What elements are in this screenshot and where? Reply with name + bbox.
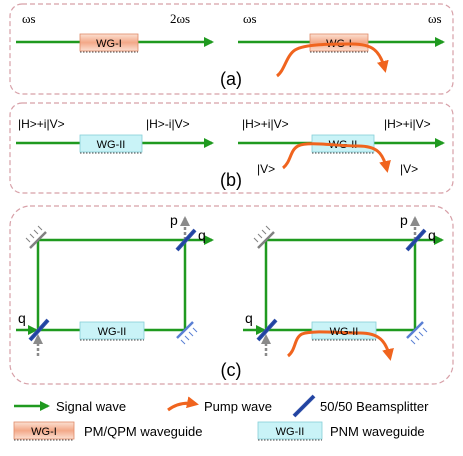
panel-c-left-mirror-top [25,225,47,249]
panel-b-right-pump-out-label: |V> [400,162,418,176]
panel-c-left-p-out-label: p [170,212,178,228]
panel-a-left-wg1 [79,33,139,52]
legend-wg2-desc: PNM waveguide [330,424,425,439]
panel-b-left-wg2 [79,134,143,153]
panel-a-right-output-label: ωs [428,11,442,26]
panel-b-left-output-label: |H>-i|V> [146,117,190,131]
legend-wg1-box [13,421,75,440]
panel-a-border [9,3,454,95]
panel-c-left-bs-top [175,228,197,252]
legend: Signal wave Pump wave 50/50 Beamsplitter… [13,394,429,441]
panel-b-border [9,102,454,194]
legend-pump-arrow [167,396,199,412]
panel-c-left-q-out-label: q [198,227,206,243]
panel-c-right-q-in-label: q [245,310,253,326]
panel-c-right-bs-top [405,228,427,252]
panel-c-label: (c) [221,360,242,380]
panel-b-right-pump-in-label: |V> [257,162,275,176]
legend-wg2-box-label: WG-II [276,426,305,438]
panel-c-right-wg2 [311,321,377,340]
panel-b-right-output-label: |H>+i|V> [384,117,431,131]
legend-wg1-desc: PM/QPM waveguide [84,424,203,439]
panel-c-left-mirror-bottom [176,321,198,345]
panel-c-left-interferometer [16,216,214,356]
panel-c-right-mirror-top [253,225,275,249]
panel-c-right-interferometer [243,216,444,361]
panel-c-left-wg2-label: WG-II [98,326,127,338]
panel-a-right-pump-arrow [275,42,389,78]
panel-b-left-input-label: |H>+i|V> [18,117,65,131]
panel-c-right-wg2-label: WG-II [330,326,359,338]
legend-wg2-box [257,421,323,440]
panel-a-label: (a) [220,69,242,89]
panel-b-left-wg2-label: WG-II [97,139,126,151]
panel-c-left-wg2 [79,321,145,340]
legend-beamsplitter-icon [292,394,316,418]
panel-c-right-bs-bottom [256,318,278,342]
panel-b-label: (b) [220,170,242,190]
panel-a-right-input-label: ωs [243,11,257,26]
legend-signal-label: Signal wave [56,399,126,414]
panel-b-right-input-label: |H>+i|V> [242,117,289,131]
panel-b-right-pump-arrow [281,142,391,173]
legend-beamsplitter-label: 50/50 Beamsplitter [320,399,429,414]
panel-c-left-bs-bottom [28,318,50,342]
panel-a-left-output-label: 2ωs [170,11,190,26]
panel-c-right-p-out-label: p [400,212,408,228]
panel-c-right-pump-arrow [286,330,394,361]
panel-a-right-wg1 [309,33,369,52]
panel-c-right-mirror-bottom [406,321,428,345]
panel-a-left-wg1-label: WG-I [96,38,122,50]
panel-c-right-q-out-label: q [428,227,436,243]
panel-c-border [9,205,454,385]
panel-c-left-q-in-label: q [18,310,26,326]
legend-wg1-box-label: WG-I [31,426,57,438]
panel-a-left-input-label: ωs [22,11,36,26]
legend-pump-label: Pump wave [204,399,272,414]
